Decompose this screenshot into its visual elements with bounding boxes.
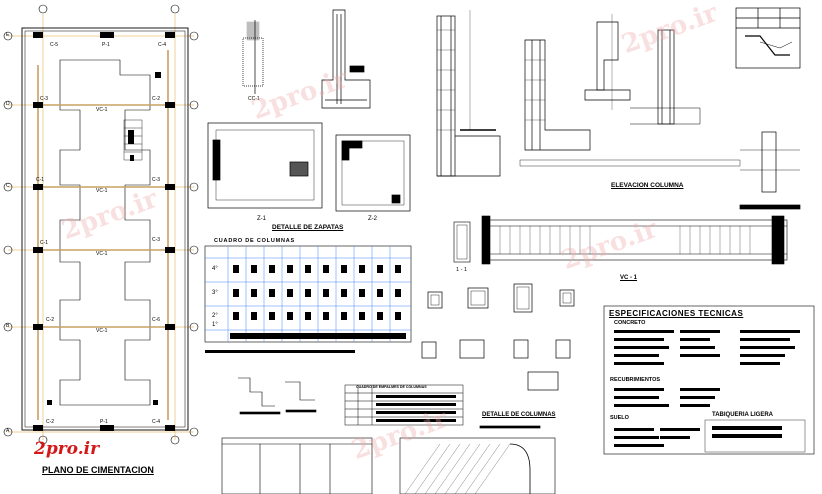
spec-recubrimientos: RECUBRIMIENTOS — [610, 377, 661, 383]
beam-vc1 — [453, 215, 788, 265]
beam-tag: VC-1 — [96, 107, 108, 113]
plan-title: PLANO DE CIMENTACION — [42, 465, 154, 475]
level-label: 4° — [212, 266, 218, 272]
level-label: 3° — [212, 290, 218, 296]
column-tag: C-2 — [46, 419, 55, 425]
column-tag: C-2 — [152, 96, 161, 102]
spec-tabiqueria: TABIQUERIA LIGERA — [712, 412, 773, 418]
column-tag: C-4 — [152, 419, 161, 425]
column-tag: P-1 — [100, 419, 108, 425]
column-tag: C-5 — [50, 42, 59, 48]
column-tag: C-3 — [152, 177, 161, 183]
site-logo: 2pro.ir — [34, 439, 100, 459]
axis-label-c: C — [6, 183, 10, 189]
axis-label-a: A — [6, 428, 10, 434]
column-tag: C-1 — [40, 240, 49, 246]
axis-label-d: D — [6, 101, 10, 107]
axis-label-e: E — [6, 32, 10, 38]
axis-label-b: B — [6, 323, 10, 329]
plan-columns — [33, 32, 175, 431]
level-label: 1° — [212, 322, 218, 328]
columns-table-sections — [205, 265, 406, 353]
z2-label: Z-2 — [368, 216, 377, 222]
axis-bubbles — [3, 4, 199, 445]
section-cc1-label: CC-1 — [248, 96, 260, 102]
column-tag: C-1 — [36, 177, 45, 183]
column-tag: C-3 — [152, 237, 161, 243]
beam-tag: VC-1 — [96, 188, 108, 194]
section-1-1-label: 1 - 1 — [456, 267, 468, 273]
column-tag: P-1 — [102, 42, 110, 48]
spec-text-bars — [614, 330, 800, 447]
beam-stirrups — [499, 226, 751, 254]
spec-suelo: SUELO — [610, 415, 629, 421]
viga-title: VC - 1 — [620, 275, 638, 281]
column-elevation — [436, 7, 801, 210]
cuadro-title: CUADRO DE COLUMNAS — [214, 238, 296, 244]
stair-detail — [238, 377, 317, 415]
technical-specs — [603, 305, 815, 455]
column-tag: C-6 — [152, 317, 161, 323]
columns-table — [204, 245, 412, 353]
bottom-sections — [221, 437, 556, 494]
spec-title: ESPECIFICACIONES TECNICAS — [609, 309, 744, 318]
spec-concreto: CONCRETO — [614, 320, 646, 326]
zapatas-title: DETALLE DE ZAPATAS — [272, 224, 344, 231]
detalle-columnas-title: DETALLE DE COLUMNAS — [482, 412, 556, 418]
zapatas-detail — [207, 9, 411, 212]
z1-label: Z-1 — [257, 216, 266, 222]
beam-tag: VC-1 — [96, 328, 108, 334]
elevacion-title: ELEVACION COLUMNA — [611, 182, 684, 189]
foundation-plan — [3, 4, 199, 445]
column-tag: C-3 — [40, 96, 49, 102]
empalmes-table — [344, 384, 464, 426]
level-label: 2° — [212, 313, 218, 319]
columns-table-grid — [205, 246, 411, 342]
beam-tag: VC-1 — [96, 251, 108, 257]
column-details — [421, 283, 575, 429]
empalmes-title: CUADRO DE EMPALMES DE COLUMNAS — [356, 385, 427, 389]
column-tag: C-2 — [46, 317, 55, 323]
column-tag: C-4 — [158, 42, 167, 48]
